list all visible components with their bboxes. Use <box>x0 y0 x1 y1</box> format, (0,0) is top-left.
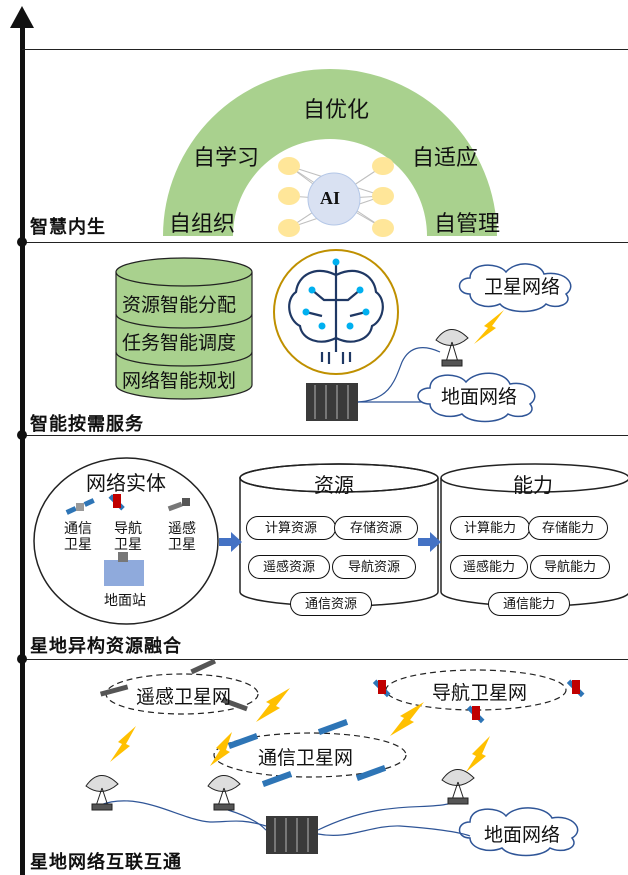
ability-storage: 存储能力 <box>528 516 608 540</box>
separator-1 <box>22 242 628 243</box>
ability-compute: 计算能力 <box>450 516 530 540</box>
cloud-label-satellite-network: 卫星网络 <box>484 277 561 298</box>
net-label-navigation: 导航卫星网 <box>432 683 528 704</box>
db-item: 网络智能规划 <box>122 371 237 392</box>
layer-label-on-demand-service: 智能按需服务 <box>30 414 144 434</box>
axis-dot <box>17 654 27 664</box>
ability-comm: 通信能力 <box>488 592 570 616</box>
resource-remote: 遥感资源 <box>248 555 330 579</box>
db-item: 资源智能分配 <box>122 295 237 316</box>
net-label-ground: 地面网络 <box>484 825 561 846</box>
entity-ground-station: 地面站 <box>104 594 146 609</box>
net-label-communication: 通信卫星网 <box>258 748 354 769</box>
db-item: 任务智能调度 <box>122 333 237 354</box>
timeline-axis <box>20 18 25 875</box>
resource-comm: 通信资源 <box>290 592 372 616</box>
entity-nav-satellite: 导航卫星 <box>114 522 142 553</box>
entity-remote-satellite: 遥感卫星 <box>168 522 196 553</box>
layer-label-intelligence: 智慧内生 <box>30 217 106 237</box>
separator-top <box>22 49 628 50</box>
separator-3 <box>22 659 628 660</box>
arc-label-self-optimize: 自优化 <box>303 97 370 122</box>
axis-dot <box>17 237 27 247</box>
separator-2 <box>22 435 628 436</box>
axis-arrow-icon <box>10 6 34 28</box>
arc-label-self-adapt: 自适应 <box>412 145 479 170</box>
resource-storage: 存储资源 <box>334 516 418 540</box>
layer-label-interconnection: 星地网络互联互通 <box>30 852 182 872</box>
arc-label-self-organize: 自组织 <box>169 211 236 236</box>
arc-label-self-learn: 自学习 <box>193 145 260 170</box>
ability-title: 能力 <box>513 475 553 497</box>
resource-nav: 导航资源 <box>332 555 416 579</box>
arc-label-self-manage: 自管理 <box>434 211 501 236</box>
layer-label-resource-fusion: 星地异构资源融合 <box>30 636 182 656</box>
ability-remote: 遥感能力 <box>450 555 528 579</box>
ability-nav: 导航能力 <box>530 555 610 579</box>
net-label-remote-sensing: 遥感卫星网 <box>136 687 232 708</box>
axis-dot <box>17 430 27 440</box>
resource-title: 资源 <box>314 475 354 497</box>
resource-compute: 计算资源 <box>246 516 336 540</box>
entity-title: 网络实体 <box>86 473 166 495</box>
cloud-label-ground-network: 地面网络 <box>441 387 518 408</box>
ai-label: AI <box>320 188 341 208</box>
entity-comm-satellite: 通信卫星 <box>64 522 92 553</box>
